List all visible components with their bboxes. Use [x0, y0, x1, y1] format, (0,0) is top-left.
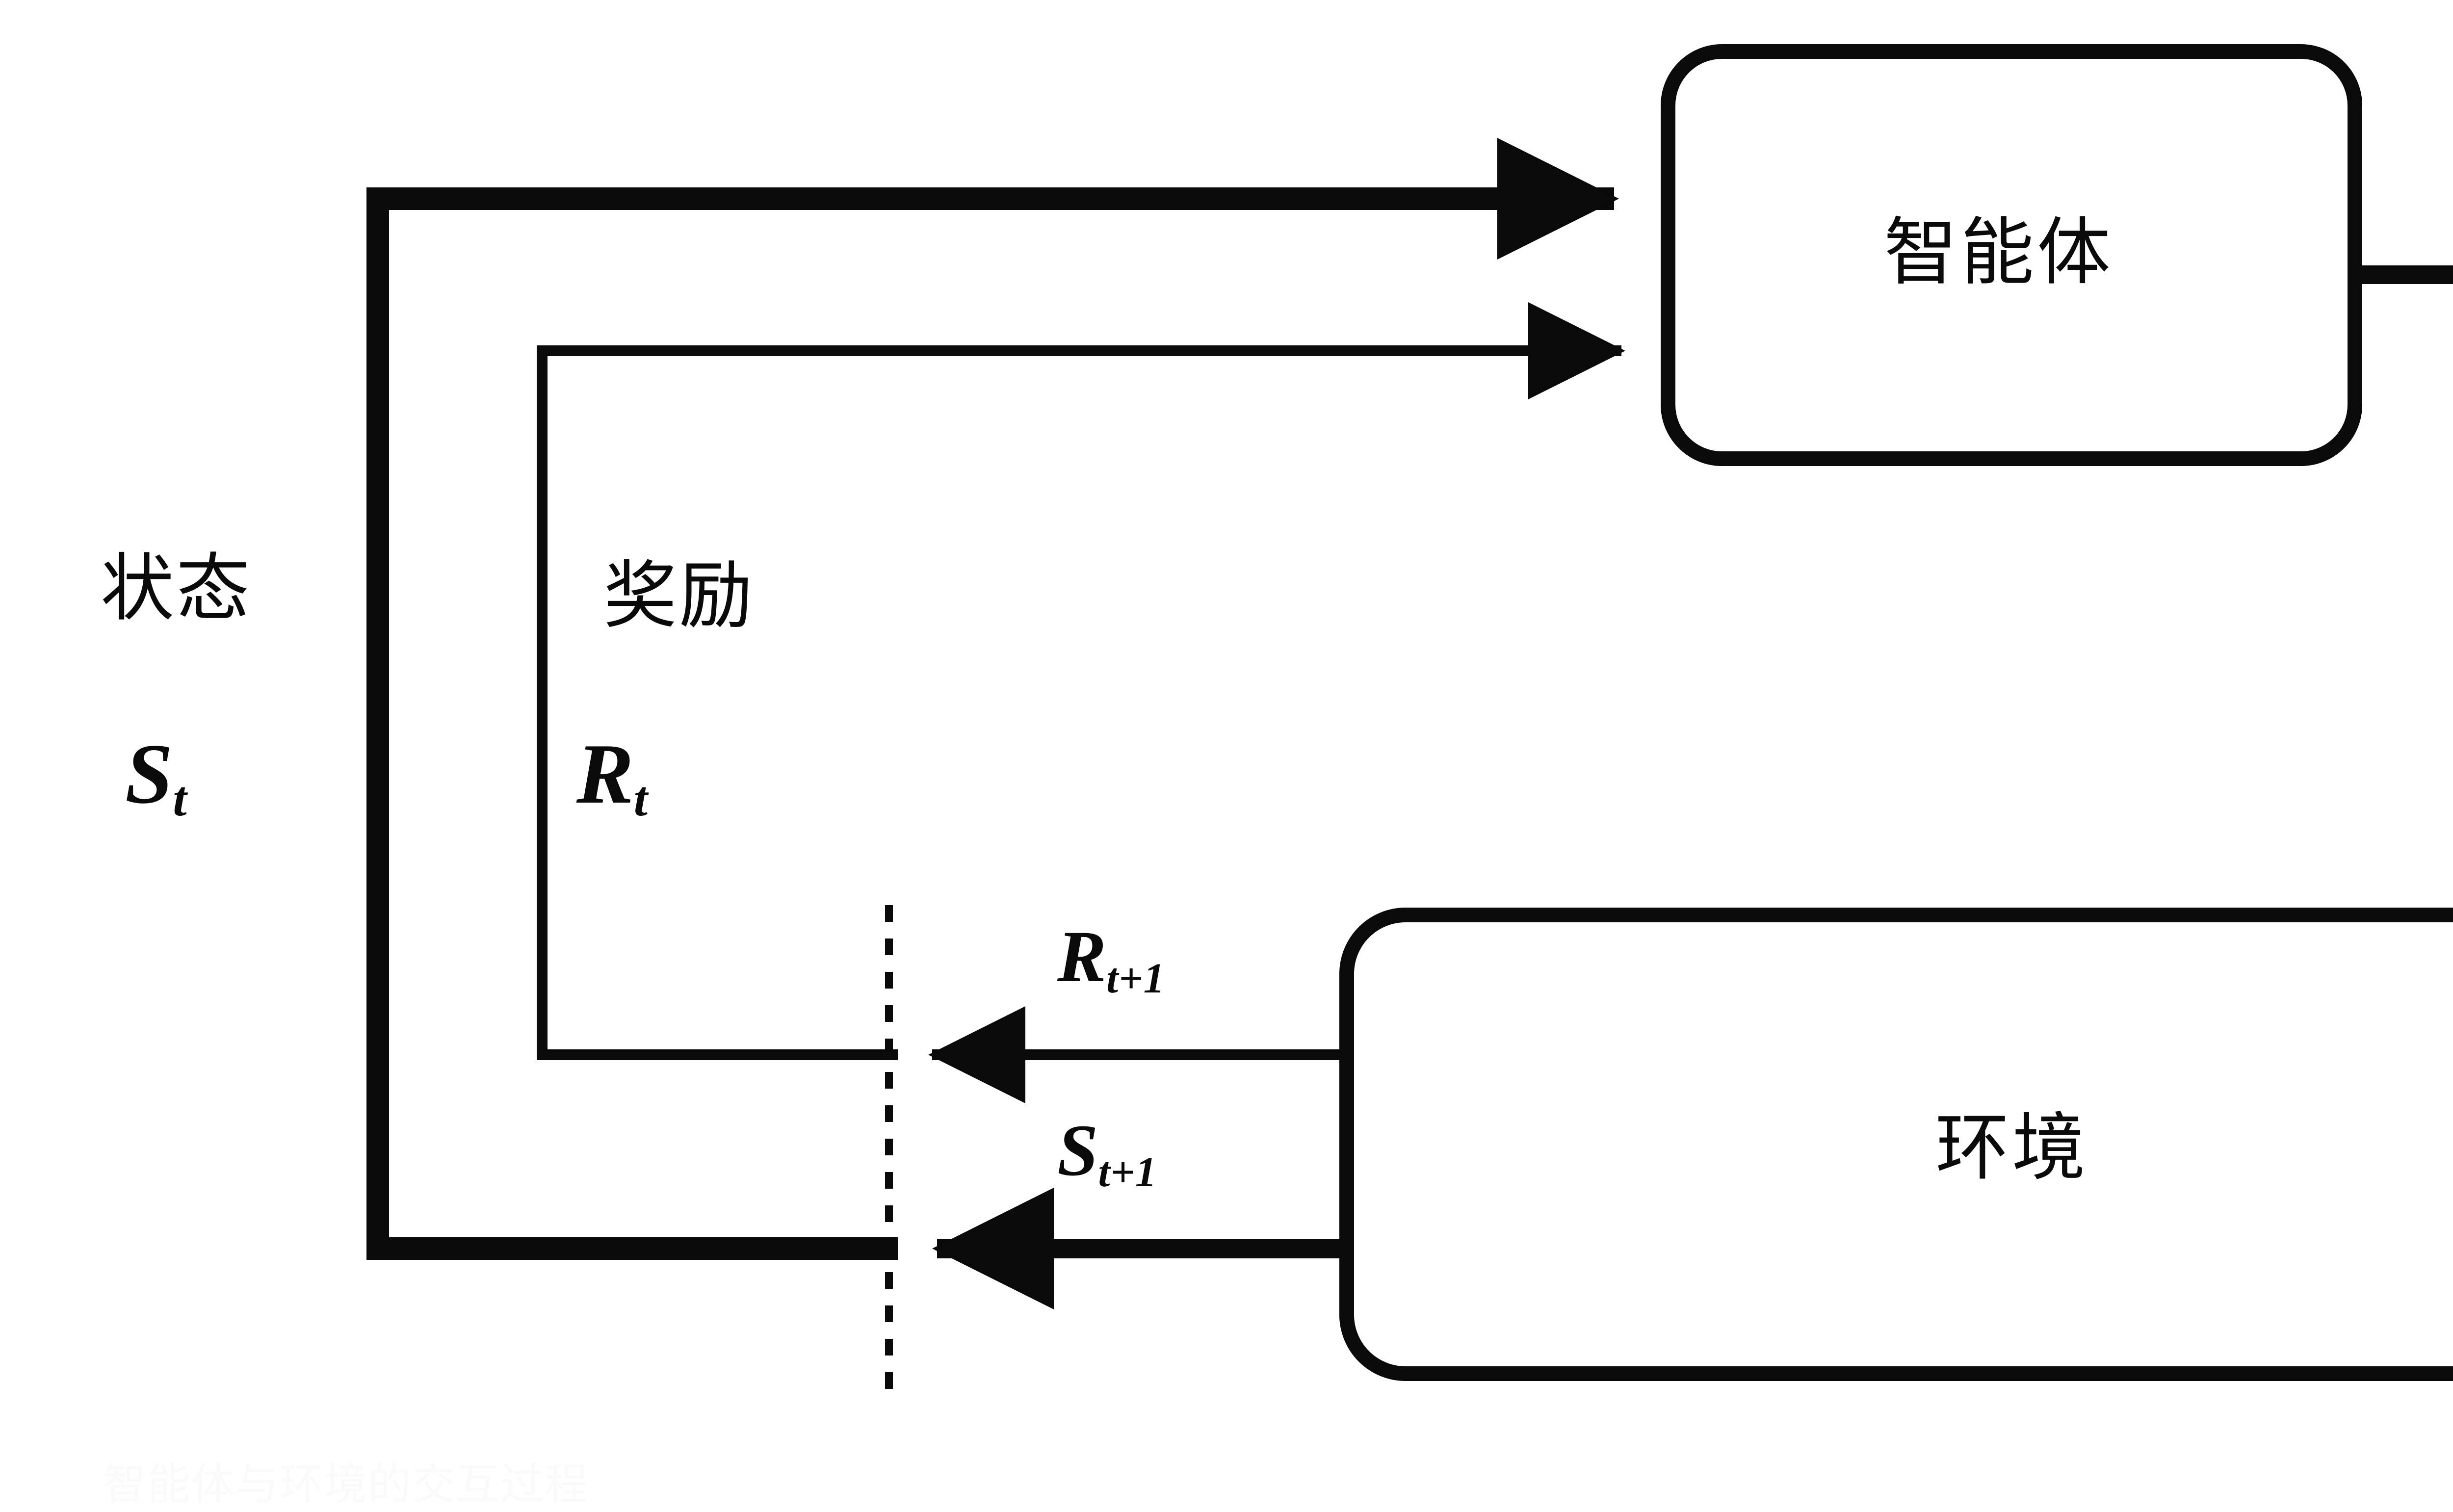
state-next-subscript: t+1 — [1098, 1147, 1157, 1196]
state-symbol-base: S — [125, 726, 173, 821]
edge-reward-to-agent — [537, 302, 1625, 1060]
reward-next-base: R — [1057, 916, 1107, 997]
figure-caption: 智能体与环境的交互过程 — [103, 1459, 589, 1510]
reward-label-symbol: Rt — [576, 731, 648, 824]
reward-symbol-base: R — [576, 726, 634, 821]
reward-label-word: 奖励 — [603, 553, 755, 639]
edge-state-to-agent — [366, 137, 1619, 1260]
agent-box-label: 智能体 — [1884, 210, 2114, 295]
state-next-base: S — [1057, 1110, 1098, 1191]
state-label-word: 状态 — [101, 546, 252, 631]
agent-box — [1661, 44, 2362, 466]
reward-next-label: Rt+1 — [1057, 920, 1165, 999]
environment-box-label: 环境 — [1935, 1105, 2089, 1191]
reward-symbol-subscript: t — [633, 771, 648, 827]
reward-next-subscript: t+1 — [1106, 954, 1165, 1002]
state-next-label: St+1 — [1057, 1114, 1157, 1193]
environment-box — [1339, 908, 2453, 1381]
state-label-symbol: St — [125, 731, 187, 824]
state-symbol-subscript: t — [173, 771, 187, 827]
